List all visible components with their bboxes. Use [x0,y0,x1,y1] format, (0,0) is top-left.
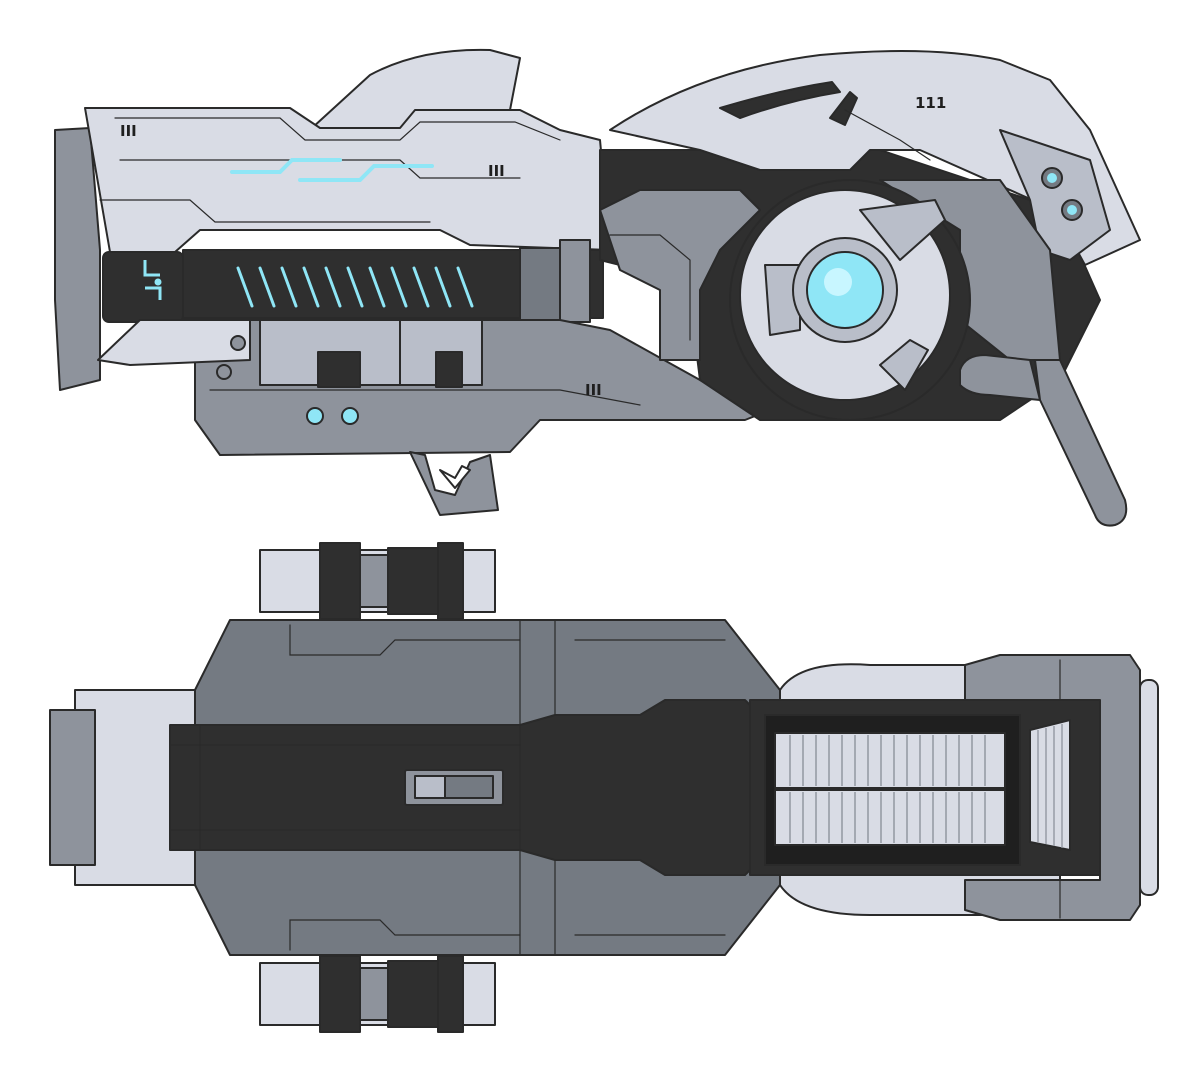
rear-bar [1034,359,1128,527]
marking-1: III [120,122,137,140]
vent-grille-icon [774,732,1006,846]
top-view [49,542,1159,1033]
glow-stripe [230,158,434,182]
indicator-light-icon [154,278,162,286]
rear-handle-loop [964,654,1141,921]
barrel-cap [102,251,184,323]
side-view: III III 111 III [54,48,1141,527]
marking-3: 111 [915,94,946,112]
upper-roller [259,542,496,620]
indicator-light-icon [341,407,359,425]
indicator-light-icon [306,407,324,425]
circuit-panel [599,189,761,361]
rear-stock [54,127,101,391]
cap-glow [143,260,162,300]
indicator-light-icon [1047,173,1057,183]
rear-bar-pipe [959,354,1041,401]
lower-roller [259,955,496,1033]
core-module [729,179,971,421]
barrel-glow-slits [236,266,474,308]
indicator-light-icon [1067,205,1077,215]
marking-2: III [488,162,505,180]
trigger-guard [409,451,499,516]
slide-mechanism [404,769,504,806]
marking-4: III [585,381,602,399]
front-plate [97,319,251,366]
light-cluster [999,129,1111,261]
vent-grille-icon [1029,719,1071,851]
